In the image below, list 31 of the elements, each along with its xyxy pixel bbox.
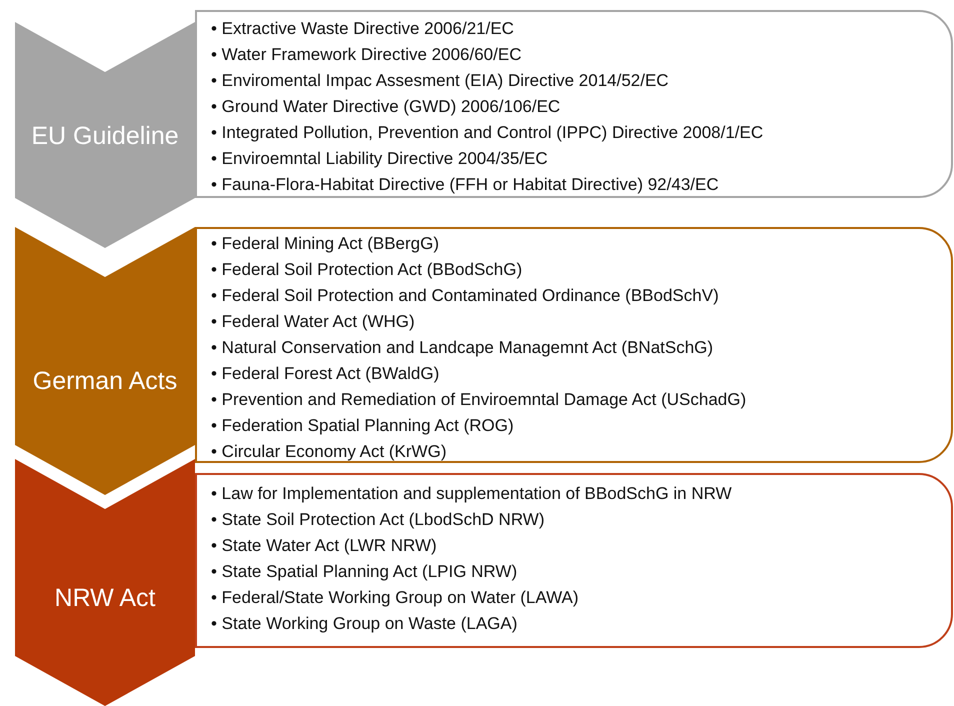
bullet-item: • Ground Water Directive (GWD) 2006/106/EC bbox=[211, 96, 562, 118]
bullet-item: • Law for Implementation and supplementation of BBodSchG in NRW bbox=[211, 483, 733, 505]
bullet-item: • Federal Mining Act (BBergG) bbox=[211, 233, 440, 255]
bullet-item: • Natural Conservation and Landcape Managemnt Act (BNatSchG) bbox=[211, 337, 714, 359]
chevron-header bbox=[15, 459, 195, 706]
chevron-header bbox=[15, 22, 195, 248]
chevron-label: EU Guideline bbox=[30, 122, 180, 151]
bullet-item: • Water Framework Directive 2006/60/EC bbox=[211, 44, 522, 66]
chevron-header bbox=[15, 227, 195, 495]
bullet-item: • Federal Forest Act (BWaldG) bbox=[211, 363, 440, 385]
bullet-item: • Circular Economy Act (KrWG) bbox=[211, 441, 448, 463]
bullet-item: • Extractive Waste Directive 2006/21/EC bbox=[211, 18, 515, 40]
bullet-item: • Federal Soil Protection and Contaminated Ordinance (BBodSchV) bbox=[211, 285, 720, 307]
bullet-item: • State Soil Protection Act (LbodSchD NRW) bbox=[211, 509, 546, 531]
bullet-item: • Enviromental Impac Assesment (EIA) Directive 2014/52/EC bbox=[211, 70, 670, 92]
list-panel bbox=[195, 227, 953, 463]
bullet-item: • Federal Water Act (WHG) bbox=[211, 311, 416, 333]
bullet-item: • Federal/State Working Group on Water (LAWA) bbox=[211, 587, 580, 609]
bullet-item: • State Water Act (LWR NRW) bbox=[211, 535, 438, 557]
bullet-item: • Integrated Pollution, Prevention and Control (IPPC) Directive 2008/1/EC bbox=[211, 122, 764, 144]
bullet-item: • State Working Group on Waste (LAGA) bbox=[211, 613, 518, 635]
bullet-item: • Prevention and Remediation of Enviroemntal Damage Act (USchadG) bbox=[211, 389, 748, 411]
bullet-item: • Federation Spatial Planning Act (ROG) bbox=[211, 415, 515, 437]
bullet-item: • State Spatial Planning Act (LPIG NRW) bbox=[211, 561, 518, 583]
list-panel bbox=[195, 473, 953, 648]
list-panel bbox=[195, 10, 953, 198]
bullet-item: • Fauna-Flora-Habitat Directive (FFH or Habitat Directive) 92/43/EC bbox=[211, 174, 720, 196]
bullet-item: • Federal Soil Protection Act (BBodSchG) bbox=[211, 259, 524, 281]
chevron-label: NRW Act bbox=[54, 584, 156, 613]
chevron-label: German Acts bbox=[32, 367, 178, 396]
bullet-item: • Enviroemntal Liability Directive 2004/35/EC bbox=[211, 148, 549, 170]
